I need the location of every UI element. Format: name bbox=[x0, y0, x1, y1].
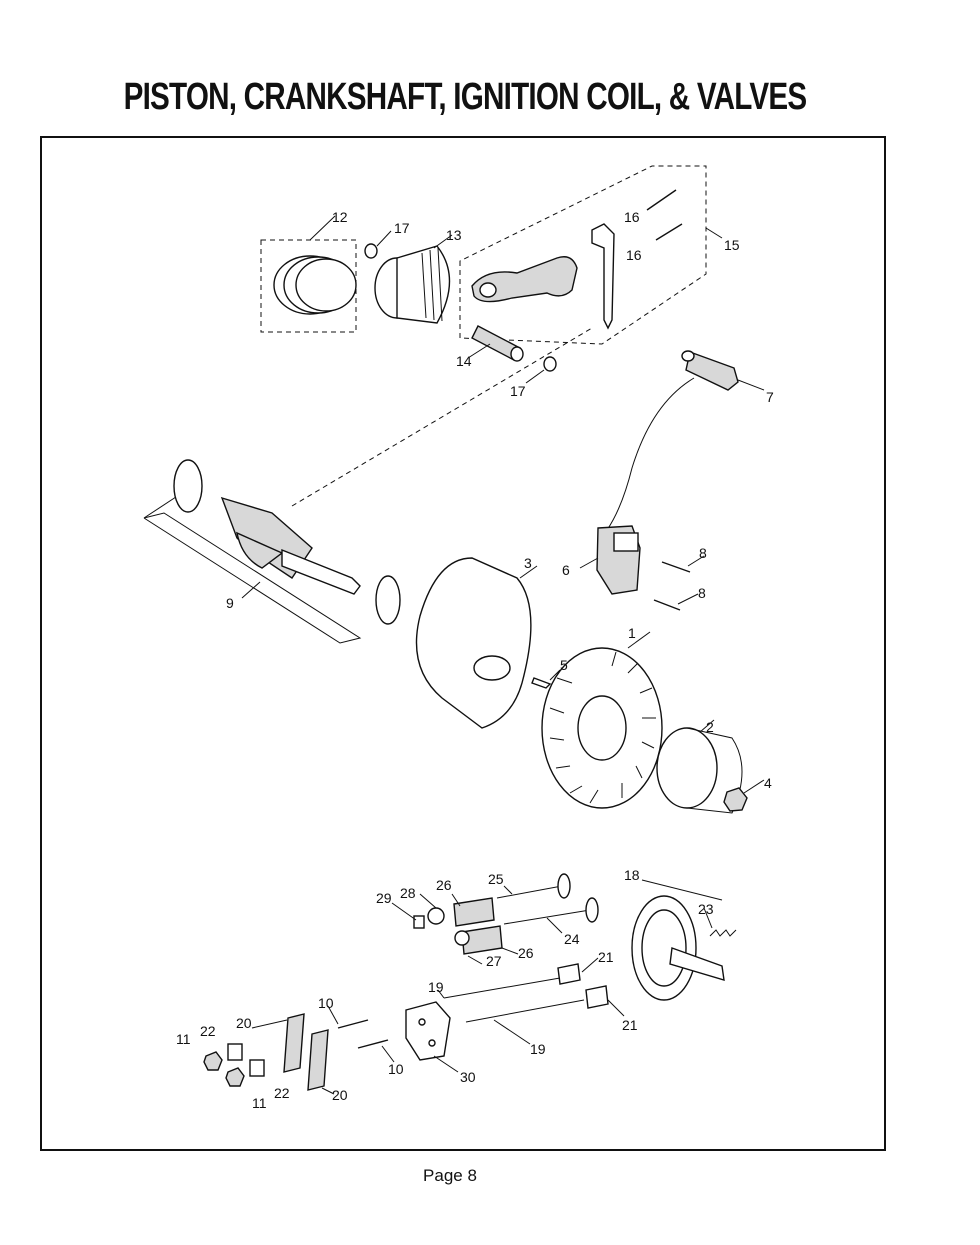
crankshaft bbox=[143, 459, 401, 644]
woodruff-key bbox=[531, 669, 561, 689]
tappets bbox=[557, 963, 609, 1009]
exploded-parts-diagram: 1 2 3 4 5 6 7 8 8 9 10 10 11 11 12 13 14… bbox=[40, 136, 886, 1151]
decompressor-spring bbox=[703, 907, 737, 937]
callout-19-upper: 19 bbox=[428, 979, 444, 995]
callout-10-upper: 10 bbox=[318, 995, 334, 1011]
blower-housing bbox=[415, 557, 538, 729]
callout-19-lower: 19 bbox=[530, 1041, 546, 1057]
valves bbox=[496, 873, 599, 925]
callout-20-upper: 20 bbox=[236, 1015, 252, 1031]
callout-11-lower: 11 bbox=[252, 1095, 267, 1111]
callout-30: 30 bbox=[460, 1069, 476, 1085]
flywheel bbox=[541, 631, 663, 809]
callout-26-lower: 26 bbox=[518, 945, 534, 961]
callout-21-lower: 21 bbox=[622, 1017, 638, 1033]
rod-bolts bbox=[646, 189, 683, 241]
callout-22-upper: 22 bbox=[200, 1023, 216, 1039]
callout-4: 4 bbox=[764, 775, 772, 791]
callout-26-upper: 26 bbox=[436, 877, 452, 893]
valve-springs bbox=[413, 897, 503, 955]
piston bbox=[374, 234, 453, 324]
callout-23: 23 bbox=[698, 901, 714, 917]
callout-8-upper: 8 bbox=[699, 545, 707, 561]
rocker-nuts-and-pivots bbox=[203, 1043, 265, 1087]
callout-16-lower: 16 bbox=[626, 247, 642, 263]
callout-1: 1 bbox=[628, 625, 636, 641]
callout-20-lower: 20 bbox=[332, 1087, 348, 1103]
connecting-rod-assembly bbox=[459, 165, 723, 345]
callout-8-lower: 8 bbox=[698, 585, 706, 601]
callout-3: 3 bbox=[524, 555, 532, 571]
callout-9: 9 bbox=[226, 595, 234, 611]
piston-rings bbox=[260, 215, 357, 333]
callout-29: 29 bbox=[376, 890, 392, 906]
callout-15: 15 bbox=[724, 237, 740, 253]
flywheel-nut bbox=[723, 779, 765, 812]
callout-5: 5 bbox=[560, 657, 568, 673]
callout-6: 6 bbox=[562, 562, 570, 578]
callout-12: 12 bbox=[332, 209, 348, 225]
callout-17-lower: 17 bbox=[510, 383, 526, 399]
callout-14: 14 bbox=[456, 353, 472, 369]
leader-lines bbox=[251, 885, 625, 1095]
callout-25: 25 bbox=[488, 871, 504, 887]
callout-10-lower: 10 bbox=[388, 1061, 404, 1077]
callout-27: 27 bbox=[486, 953, 502, 969]
callout-16-upper: 16 bbox=[624, 209, 640, 225]
rocker-arms bbox=[283, 1013, 329, 1091]
guide-plate bbox=[405, 1001, 451, 1061]
circlip-lower bbox=[525, 356, 557, 384]
callout-18: 18 bbox=[624, 867, 640, 883]
push-rods bbox=[443, 977, 585, 1023]
callout-22-lower: 22 bbox=[274, 1085, 290, 1101]
spark-plug-cap bbox=[681, 350, 765, 391]
callout-13: 13 bbox=[446, 227, 462, 243]
page-number: Page 8 bbox=[423, 1166, 477, 1185]
callout-24: 24 bbox=[564, 931, 580, 947]
callout-28: 28 bbox=[400, 885, 416, 901]
wrist-pin bbox=[467, 325, 524, 362]
page-title: PISTON, CRANKSHAFT, IGNITION COIL, & VAL… bbox=[123, 76, 808, 118]
ignition-coil bbox=[579, 377, 695, 595]
callout-7: 7 bbox=[766, 389, 774, 405]
circlip-upper bbox=[364, 230, 392, 259]
callout-17-upper: 17 bbox=[394, 220, 410, 236]
coil-bolts bbox=[653, 555, 705, 611]
camshaft bbox=[631, 879, 725, 1001]
callout-2: 2 bbox=[706, 719, 714, 735]
callout-21-upper: 21 bbox=[598, 949, 614, 965]
rocker-studs bbox=[337, 1019, 389, 1049]
callout-11-upper: 11 bbox=[176, 1031, 191, 1047]
